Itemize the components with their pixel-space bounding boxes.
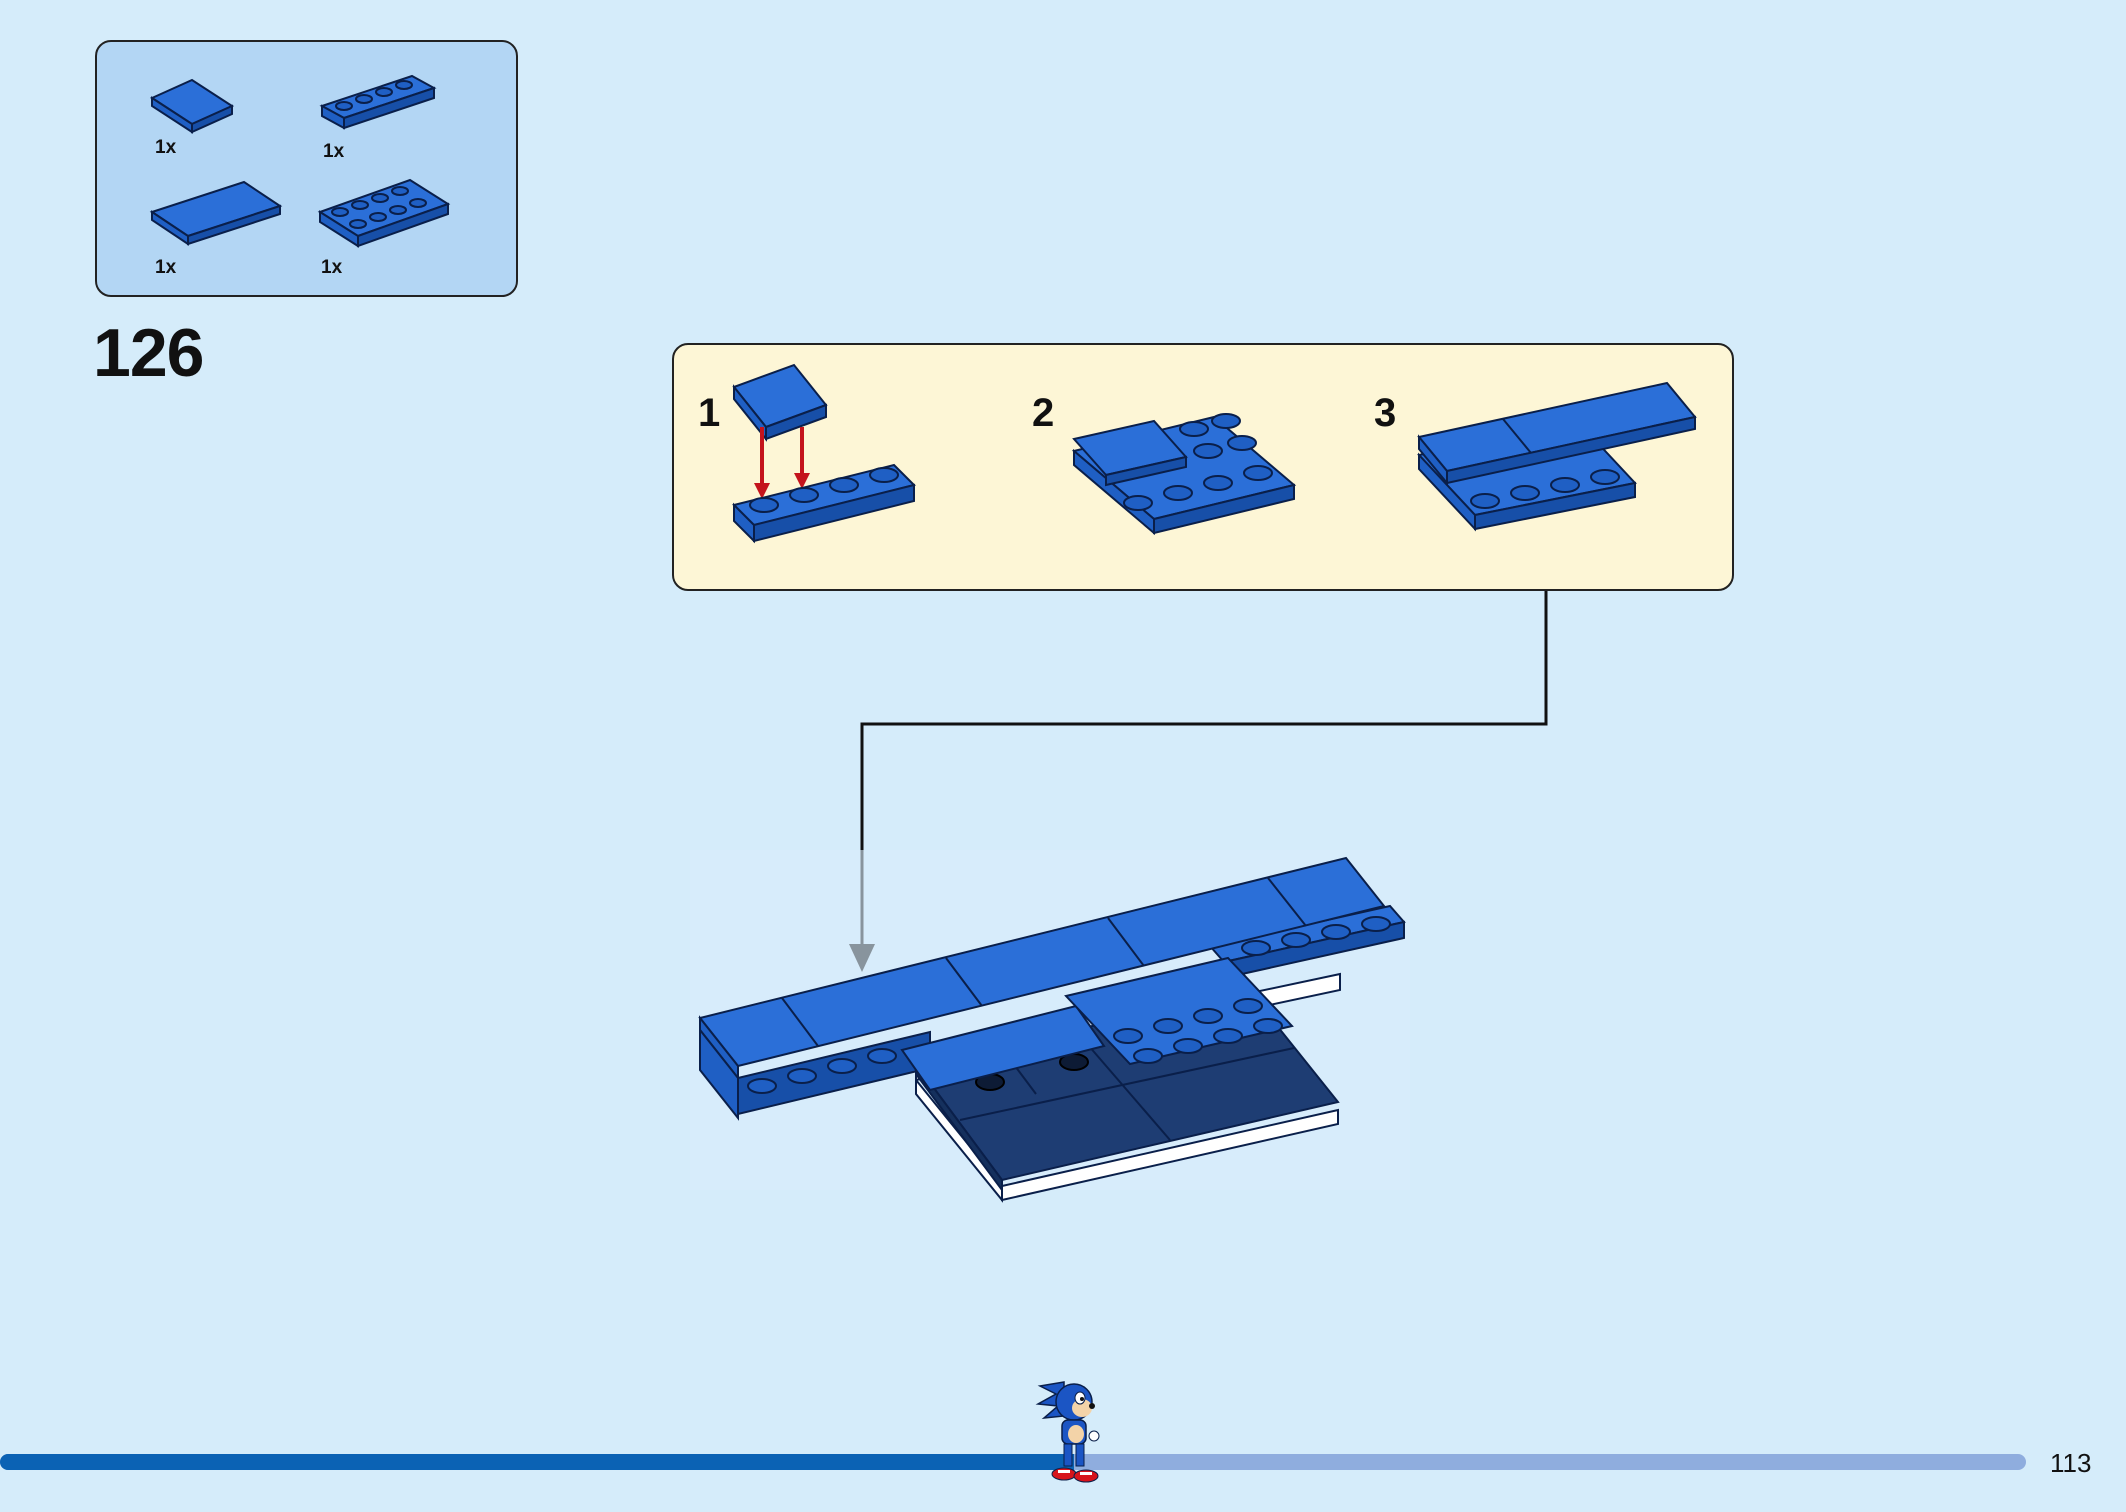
sub-step-label: 3: [1374, 391, 1397, 435]
part-qty: 1x: [321, 257, 343, 278]
sub-step-3-bricks-icon: [1417, 381, 1697, 532]
main-model-illustration: [690, 850, 1410, 1203]
sub-assembly-box: 1 2 3: [672, 343, 1734, 591]
sub-step-2-bricks-icon: [1071, 413, 1297, 536]
progress-fill: [0, 1454, 1074, 1470]
plate-1x4-icon: [319, 74, 437, 130]
sub-step-1-bricks-icon: [732, 363, 916, 544]
tile-2x2-icon: [149, 78, 235, 134]
sonic-minifigure-icon: [1035, 1381, 1100, 1483]
part-qty: 1x: [323, 141, 345, 162]
part-qty: 1x: [155, 257, 177, 278]
part-qty: 1x: [155, 137, 177, 158]
progress-bar: [0, 1454, 2026, 1470]
parts-list-box: 1x 1x 1x: [95, 40, 518, 297]
step-number: 126: [93, 315, 204, 391]
sub-step-label: 1: [698, 391, 721, 435]
tile-2x4-icon: [149, 180, 283, 246]
plate-2x4-icon: [317, 178, 451, 248]
page-number: 113: [2050, 1448, 2092, 1478]
sub-step-label: 2: [1032, 391, 1055, 435]
